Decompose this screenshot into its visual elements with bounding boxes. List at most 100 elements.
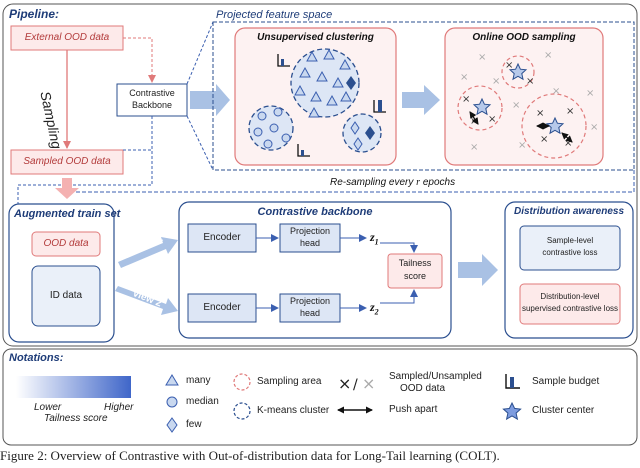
few-point-dark: [346, 76, 356, 90]
id-data-box: [31, 265, 101, 327]
backbone-label-1: Contrastive: [129, 88, 175, 98]
svg-text:×: ×: [552, 86, 560, 97]
cluster-center-label: Cluster center: [532, 405, 595, 416]
ood-data-box: [31, 231, 101, 257]
unsampled-ood-marks: × × × × × × × × × ×: [460, 50, 598, 153]
resampling-caption: Re-sampling every r epochs: [330, 178, 455, 188]
sampled-label-2: OOD data: [400, 383, 446, 394]
svg-text:×: ×: [470, 142, 478, 153]
sampling-area-median: [457, 85, 503, 131]
sample-loss-label-2: contrastive loss: [542, 248, 598, 257]
svg-text:×: ×: [536, 108, 544, 119]
sample-budget-icon-1: [277, 54, 290, 67]
tailness-gradient-bar: [16, 376, 131, 398]
notations-title: Notations:: [9, 352, 64, 364]
sampled-ood-box: [10, 149, 124, 175]
z2-sub: 2: [374, 307, 379, 317]
resampling-var: r: [416, 177, 421, 188]
sampled-label-1: Sampled/Unsampled: [389, 371, 482, 382]
push-apart-label: Push apart: [389, 404, 438, 415]
sampled-ood-label: Sampled OOD data: [23, 156, 111, 167]
cluster-center-icon: [502, 401, 522, 421]
push-apart-arrow: [469, 111, 479, 125]
z1-sub: 1: [374, 237, 379, 247]
view2-arrow: [115, 286, 178, 315]
many-triangle-icon: [165, 374, 179, 386]
svg-text:×: ×: [544, 50, 552, 61]
slash-icon: /: [353, 377, 358, 393]
svg-text:×: ×: [526, 76, 534, 87]
sampling-area-few: [501, 55, 535, 89]
id-data-label: ID data: [49, 290, 83, 301]
tailness-label-2: score: [403, 271, 426, 281]
lower-label: Lower: [34, 402, 62, 413]
projected-feature-box: [212, 21, 635, 171]
svg-text:×: ×: [586, 88, 594, 99]
sampling-title: Online OOD sampling: [472, 32, 576, 43]
circle-points: [253, 107, 291, 149]
pipeline-title: Pipeline:: [9, 7, 60, 21]
sample-loss-box: [519, 225, 621, 271]
few-label: few: [186, 419, 202, 430]
svg-text:×: ×: [492, 76, 500, 87]
svg-text:×: ×: [566, 106, 574, 117]
few-diamond-icon: [166, 417, 178, 433]
encoder1-box: [187, 223, 257, 253]
sample-budget-icon: [505, 374, 520, 389]
proj1-label-2: head: [299, 238, 321, 248]
sample-budget-label: Sample budget: [532, 376, 600, 387]
svg-text:×: ×: [460, 72, 468, 83]
svg-text:×: ×: [518, 140, 526, 151]
svg-text:×: ×: [462, 94, 470, 105]
sample-budget-icon-2: [373, 100, 386, 113]
backbone-to-train-dashed: [17, 116, 153, 297]
z2-tail-arrow: [380, 289, 418, 304]
kmeans-cluster-few: [342, 113, 382, 153]
svg-text:×: ×: [488, 114, 496, 125]
svg-text:×: ×: [564, 138, 572, 149]
dist-loss-label-1: Distribution-level: [540, 292, 600, 301]
augmented-title: Augmented train set: [14, 208, 121, 220]
backbone-label-2: Backbone: [131, 100, 173, 110]
proj1-label-1: Projection: [289, 226, 331, 236]
contrastive-title: Contrastive backbone: [257, 206, 373, 218]
notations-panel: [2, 348, 638, 446]
sampling-area-many: [521, 93, 587, 159]
external-ood-box: [10, 25, 124, 51]
tailness-box: [387, 253, 443, 289]
sample-loss-label-1: Sample-level: [546, 236, 594, 245]
projected-title: Projected feature space: [216, 9, 333, 21]
z1-var: z: [370, 230, 375, 244]
to-augmented-arrow: [55, 178, 79, 199]
backbone-small-box: [116, 83, 188, 117]
svg-text:×: ×: [478, 52, 486, 63]
zoom-line-top: [186, 21, 214, 85]
dist-loss-box: [519, 283, 621, 325]
encoder2-label: Encoder: [203, 302, 241, 313]
encoder1-label: Encoder: [203, 232, 241, 243]
z1-label: z1: [370, 231, 379, 246]
svg-text:×: ×: [540, 134, 548, 145]
triangle-points: [294, 48, 352, 118]
cluster-center-star: [472, 97, 492, 116]
view1-arrow: [118, 237, 178, 268]
tailness-score-label: Tailness score: [44, 413, 108, 424]
median-label: median: [186, 396, 219, 407]
proj2-label-2: head: [299, 308, 321, 318]
proj1-box: [279, 223, 341, 253]
svg-text:×: ×: [505, 60, 513, 71]
distribution-title: Distribution awareness: [513, 206, 625, 217]
sample-budget-icon-3: [297, 144, 310, 157]
ood-data-label: OOD data: [43, 238, 89, 249]
push-apart-arrow: [561, 132, 573, 143]
kmeans-label: K-means cluster: [257, 405, 330, 416]
tailness-label-1: Tailness: [398, 258, 432, 268]
encoder2-box: [187, 293, 257, 323]
cluster-center-star: [508, 62, 528, 81]
diamond-points: [350, 121, 375, 151]
svg-text:×: ×: [590, 122, 598, 133]
to-distribution-arrow: [458, 254, 498, 286]
z2-var: z: [370, 300, 375, 314]
